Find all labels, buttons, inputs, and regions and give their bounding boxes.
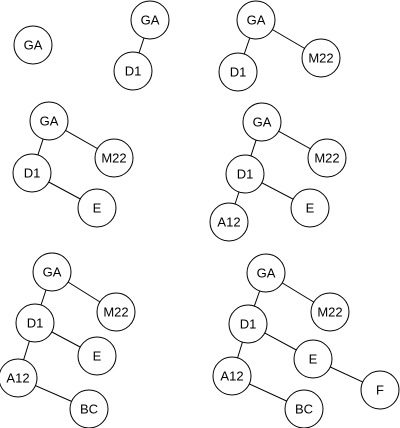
node-label: M22 bbox=[101, 151, 126, 166]
node-circle bbox=[29, 101, 69, 141]
node-label: E bbox=[93, 349, 102, 364]
tree-5-node-a12: A12 bbox=[209, 202, 249, 242]
node-label: GA bbox=[247, 13, 266, 28]
tree-3-node-m22: M22 bbox=[301, 38, 341, 78]
node-label: GA bbox=[43, 265, 62, 280]
tree-5-node-d1: D1 bbox=[225, 154, 265, 194]
node-circle bbox=[12, 153, 52, 193]
tree-7-node-f: F bbox=[360, 370, 400, 410]
tree-7-node-e: E bbox=[293, 339, 333, 379]
node-circle bbox=[242, 102, 282, 142]
node-circle bbox=[130, 0, 170, 40]
node-circle bbox=[307, 138, 347, 178]
tree-6-node-bc: BC bbox=[69, 389, 109, 428]
node-circle bbox=[360, 370, 400, 410]
tree-5-node-e: E bbox=[290, 188, 330, 228]
node-circle bbox=[284, 389, 324, 428]
tree-5-node-m22: M22 bbox=[307, 138, 347, 178]
node-circle bbox=[236, 0, 276, 40]
node-circle bbox=[69, 389, 109, 428]
node-label: GA bbox=[257, 266, 276, 281]
node-label: D1 bbox=[230, 65, 247, 80]
node-circle bbox=[209, 202, 249, 242]
node-circle bbox=[13, 25, 53, 65]
node-label: A12 bbox=[217, 215, 240, 230]
tree-1: GA bbox=[13, 25, 53, 65]
node-circle bbox=[77, 336, 117, 376]
node-label: D1 bbox=[24, 166, 41, 181]
node-label: GA bbox=[24, 38, 43, 53]
tree-7-node-a12: A12 bbox=[212, 356, 252, 396]
tree-5-node-ga: GA bbox=[242, 102, 282, 142]
tree-1-node-ga: GA bbox=[13, 25, 53, 65]
node-label: E bbox=[306, 201, 315, 216]
tree-7-node-d1: D1 bbox=[228, 304, 268, 344]
tree-4-node-ga: GA bbox=[29, 101, 69, 141]
tree-7-node-bc: BC bbox=[284, 389, 324, 428]
tree-6-node-m22: M22 bbox=[96, 292, 136, 332]
tree-7-node-ga: GA bbox=[246, 253, 286, 293]
node-label: D1 bbox=[240, 317, 257, 332]
node-circle bbox=[218, 52, 258, 92]
node-circle bbox=[246, 253, 286, 293]
tree-4-node-d1: D1 bbox=[12, 153, 52, 193]
node-circle bbox=[290, 188, 330, 228]
tree-3: GA D1 M22 bbox=[218, 0, 341, 92]
node-circle bbox=[228, 304, 268, 344]
node-circle bbox=[310, 292, 350, 332]
tree-2-node-d1: D1 bbox=[113, 51, 153, 91]
node-label: M22 bbox=[103, 305, 128, 320]
tree-2: GA D1 bbox=[113, 0, 170, 91]
node-label: M22 bbox=[308, 51, 333, 66]
node-label: A12 bbox=[220, 369, 243, 384]
node-circle bbox=[113, 51, 153, 91]
node-label: GA bbox=[141, 13, 160, 28]
tree-6-node-a12: A12 bbox=[0, 358, 38, 398]
node-label: GA bbox=[253, 115, 272, 130]
node-label: D1 bbox=[125, 64, 142, 79]
node-circle bbox=[32, 252, 72, 292]
tree-6-node-e: E bbox=[77, 336, 117, 376]
tree-2-node-ga: GA bbox=[130, 0, 170, 40]
node-label: A12 bbox=[6, 371, 29, 386]
tree-3-node-ga: GA bbox=[236, 0, 276, 40]
node-circle bbox=[225, 154, 265, 194]
node-circle bbox=[293, 339, 333, 379]
node-circle bbox=[15, 303, 55, 343]
node-circle bbox=[212, 356, 252, 396]
node-label: F bbox=[376, 383, 384, 398]
tree-6-node-ga: GA bbox=[32, 252, 72, 292]
tree-4-node-e: E bbox=[77, 188, 117, 228]
node-label: M22 bbox=[317, 305, 342, 320]
node-circle bbox=[0, 358, 38, 398]
node-circle bbox=[94, 138, 134, 178]
tree-3-node-d1: D1 bbox=[218, 52, 258, 92]
node-label: D1 bbox=[27, 316, 44, 331]
node-circle bbox=[77, 188, 117, 228]
tree-7-node-m22: M22 bbox=[310, 292, 350, 332]
node-label: D1 bbox=[237, 167, 254, 182]
node-label: BC bbox=[295, 402, 313, 417]
tree-4-node-m22: M22 bbox=[94, 138, 134, 178]
node-circle bbox=[96, 292, 136, 332]
node-label: GA bbox=[40, 114, 59, 129]
node-label: BC bbox=[80, 402, 98, 417]
node-circle bbox=[301, 38, 341, 78]
node-label: E bbox=[93, 201, 102, 216]
tree-6-node-d1: D1 bbox=[15, 303, 55, 343]
node-label: M22 bbox=[314, 151, 339, 166]
node-label: E bbox=[309, 352, 318, 367]
